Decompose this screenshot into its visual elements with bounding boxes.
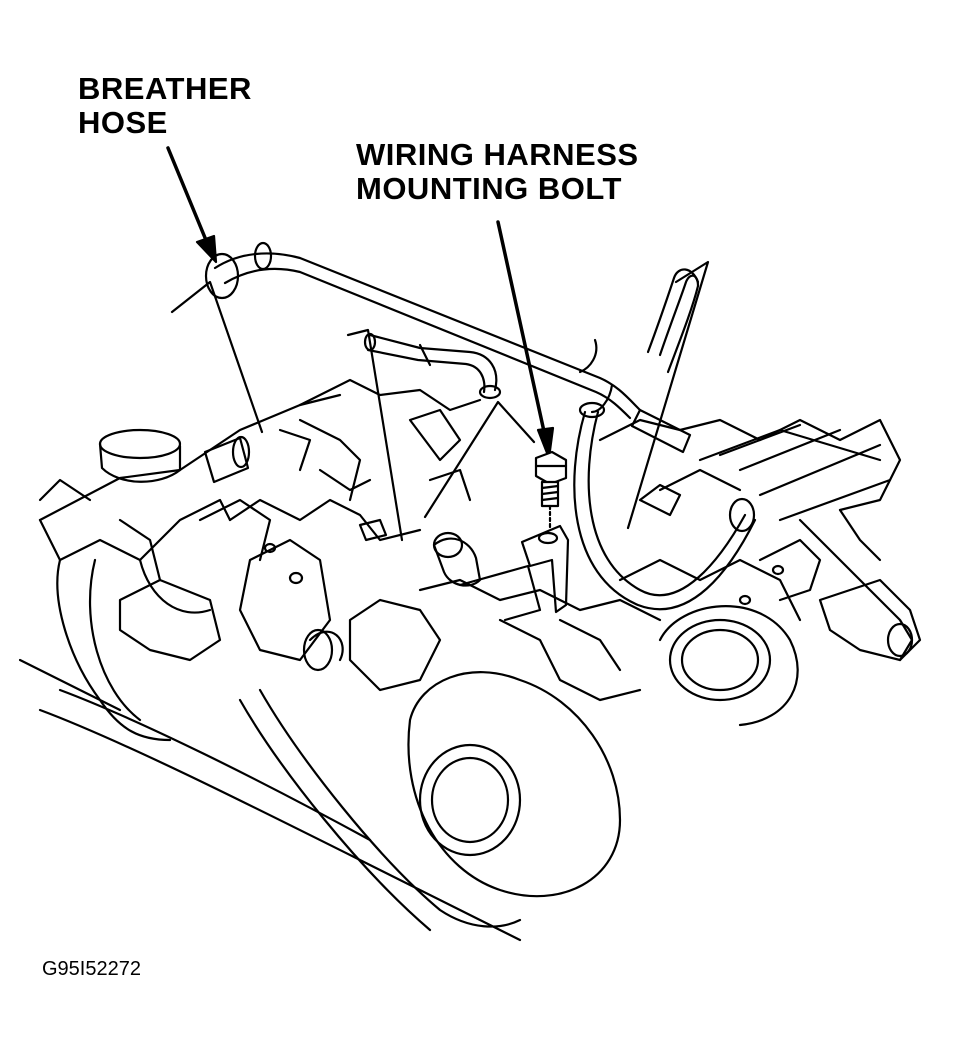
- breather-hose-label-line2: HOSE: [78, 105, 168, 140]
- engine-block-outline: [38, 378, 914, 742]
- vacuum-hose: [573, 383, 757, 611]
- right-side-components: [638, 468, 922, 662]
- breather-hose-label-line1: BREATHER: [78, 71, 252, 106]
- wiring-harness-label-line2: MOUNTING BOLT: [356, 171, 622, 206]
- breather-hose-icon: [204, 241, 700, 454]
- callout-frame-right: [626, 260, 710, 530]
- connector-hose: [363, 332, 598, 400]
- engine-details: [38, 408, 642, 702]
- wiring-bolt-leader-arrow: [496, 220, 555, 460]
- oil-cap: [98, 428, 182, 483]
- wiring-harness-label-line1: WIRING HARNESS: [356, 137, 639, 172]
- breather-hose-label: BREATHER HOSE: [78, 72, 252, 140]
- callout-frame-center2: [423, 400, 536, 519]
- mounting-bolt-icon: [534, 450, 568, 532]
- wiring-harness-bolt-label: WIRING HARNESS MOUNTING BOLT: [356, 138, 639, 206]
- harness-bracket-icon: [432, 524, 570, 622]
- drive-belt: [18, 658, 522, 942]
- pulleys: [302, 605, 799, 898]
- callout-frame-center: [346, 328, 404, 542]
- callout-frame-left: [170, 280, 264, 434]
- sensor: [203, 435, 251, 484]
- breather-hose-leader-arrow: [166, 146, 218, 264]
- figure-id: G95I52272: [42, 958, 141, 980]
